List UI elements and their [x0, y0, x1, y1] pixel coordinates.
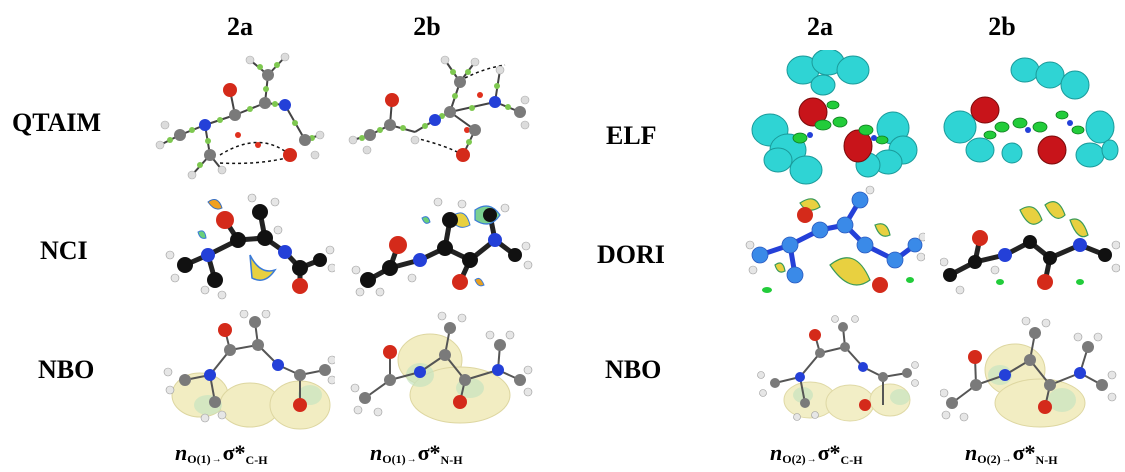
qtaim-2b-molecule: [348, 55, 530, 162]
row-label-nci: NCI: [40, 236, 88, 265]
elf-2b-basins: [943, 57, 1119, 168]
qtaim-2a-molecule: [155, 52, 325, 180]
row-label-nbo-right: NBO: [605, 355, 662, 384]
nci-2a-molecule: [165, 193, 335, 300]
caption-right-2b: nO(2)→σ*N-H: [965, 440, 1058, 467]
column-header-2b-left: 2b: [413, 12, 441, 41]
elf-2a-basins: [751, 50, 918, 185]
caption-right-2a: nO(2)→σ*C-H: [770, 440, 863, 467]
dori-2a-molecule: [745, 185, 925, 293]
dori-2b-molecule: [940, 201, 1120, 295]
nbo-2b-right-orbitals: [940, 316, 1117, 428]
nbo-2a-right-orbitals: [757, 315, 919, 422]
row-label-qtaim: QTAIM: [12, 108, 102, 137]
caption-left-2b: nO(1)→σ*N-H: [370, 440, 463, 467]
caption-left-2a: nO(1)→σ*C-H: [175, 440, 268, 467]
column-header-2b-right: 2b: [988, 12, 1016, 41]
row-label-nbo-left: NBO: [38, 355, 95, 384]
column-header-2a-left: 2a: [227, 12, 253, 41]
nbo-2a-left-orbitals: [163, 310, 335, 430]
nci-2b-molecule: [351, 197, 533, 297]
row-label-dori: DORI: [597, 240, 665, 269]
nbo-2b-left-orbitals: [350, 311, 533, 424]
row-label-elf: ELF: [606, 121, 657, 150]
column-header-2a-right: 2a: [807, 12, 833, 41]
